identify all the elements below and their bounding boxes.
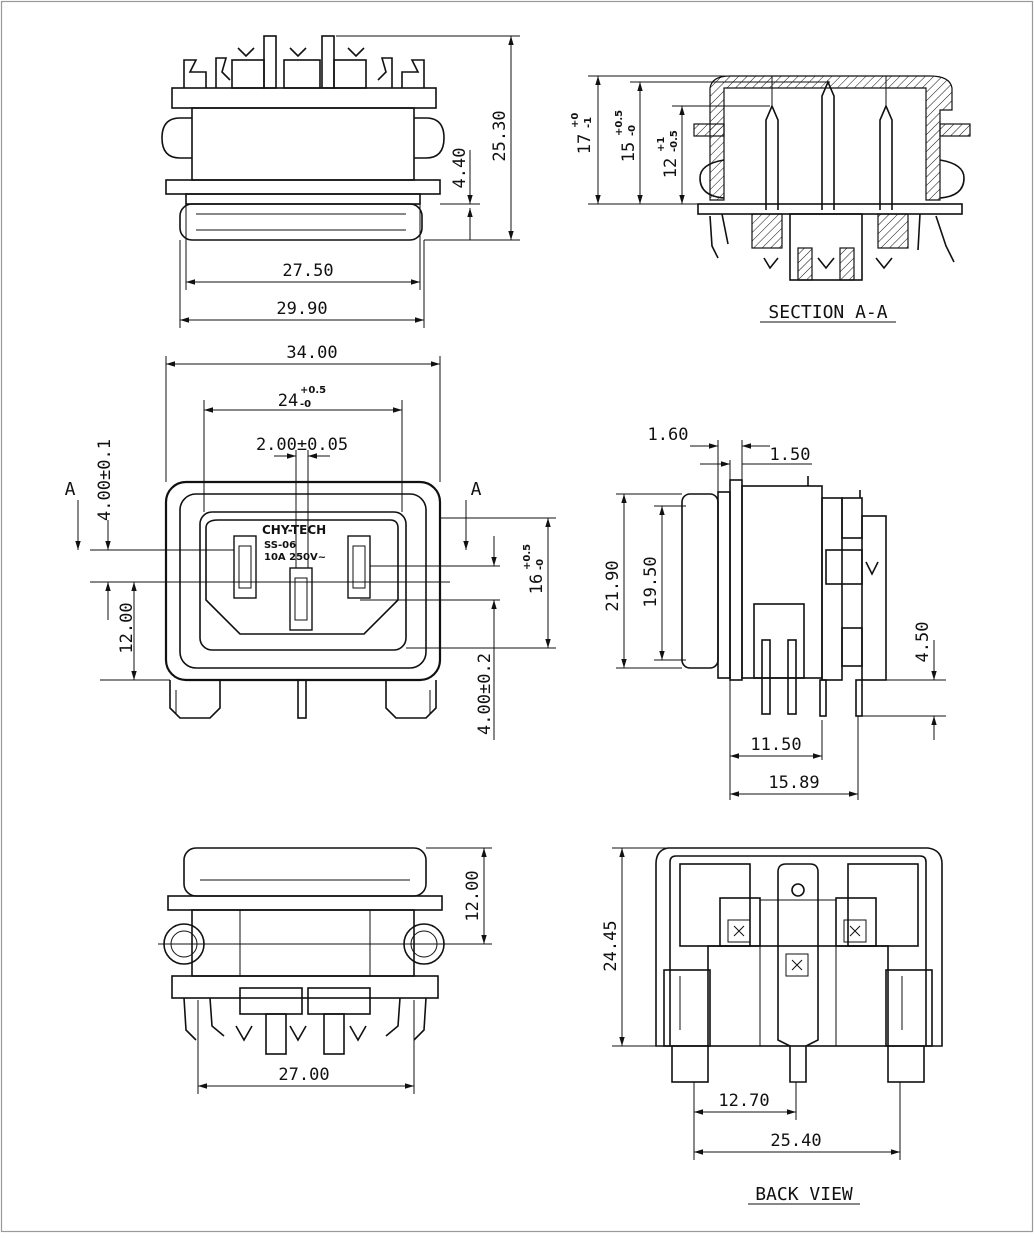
svg-text:+1: +1 [656,137,667,152]
dim-section-17: 17 +0 -1 [570,113,595,155]
svg-text:+0.5: +0.5 [614,110,625,136]
front-view: CHY-TECH SS-06 10A 250V~ 34. [65,343,556,740]
dim-front-pin-width: 2.00±0.05 [256,435,348,455]
svg-text:+0.5: +0.5 [522,544,533,570]
side-view: 1.60 1.50 21.90 19.50 4.50 11.50 15.89 [603,425,946,800]
dim-bottom-height: 12.00 [463,870,483,921]
dim-side-150: 1.50 [770,445,811,465]
dim-front-bottom-offset: 4.00±0.2 [475,653,495,735]
svg-text:-0: -0 [535,559,546,570]
dim-front-opening: 24 +0.5 -0 [278,385,326,411]
dim-side-1150: 11.50 [750,735,801,755]
dim-front-top-offset: 4.00±0.1 [95,439,115,521]
section-mark-right: A [471,479,482,500]
svg-text:16: 16 [527,574,547,594]
bottom-view: 12.00 27.00 [158,847,492,1094]
section-view: 17 +0 -1 15 +0.5 -0 12 +1 -0.5 SECTION A… [570,75,971,323]
dim-back-height: 24.45 [601,920,621,971]
dim-side-450: 4.50 [913,622,933,663]
brand-name: CHY-TECH [262,523,326,537]
top-view: 25.30 4.40 27.50 29.90 [161,35,520,328]
dim-back-pitch: 12.70 [718,1091,769,1111]
dim-top-height: 25.30 [490,110,510,161]
svg-text:+0: +0 [570,113,581,128]
svg-text:-1: -1 [583,117,594,128]
back-view: 24.45 12.70 25.40 BACK VIEW [601,847,943,1205]
dim-top-flange: 4.40 [450,148,470,189]
dim-top-outer-width: 29.90 [276,299,327,319]
svg-text:-0: -0 [627,125,638,136]
dim-side-1950: 19.50 [641,556,661,607]
dim-front-pin-height: 12.00 [117,602,137,653]
brand-rating: 10A 250V~ [264,552,326,563]
svg-text:-0.5: -0.5 [669,130,680,152]
dim-section-15: 15 +0.5 -0 [614,110,639,162]
dim-side-1589: 15.89 [768,773,819,793]
dim-back-width: 25.40 [770,1131,821,1151]
dim-side-160: 1.60 [648,425,689,445]
svg-text:+0.5: +0.5 [300,385,326,396]
svg-text:17: 17 [575,134,595,154]
section-title: SECTION A-A [768,302,887,323]
brand-model: SS-06 [264,540,296,551]
svg-text:-0: -0 [300,399,311,410]
dim-top-inner-width: 27.50 [282,261,333,281]
svg-text:24: 24 [278,391,298,411]
dim-side-2190: 21.90 [603,560,623,611]
dim-front-width: 34.00 [286,343,337,363]
dim-bottom-width: 27.00 [278,1065,329,1085]
dim-front-depth: 16 +0.5 -0 [522,544,547,594]
section-mark-left: A [65,479,76,500]
dim-section-12: 12 +1 -0.5 [656,130,681,178]
back-view-title: BACK VIEW [755,1184,853,1205]
svg-text:12: 12 [661,158,681,178]
svg-text:15: 15 [619,142,639,162]
